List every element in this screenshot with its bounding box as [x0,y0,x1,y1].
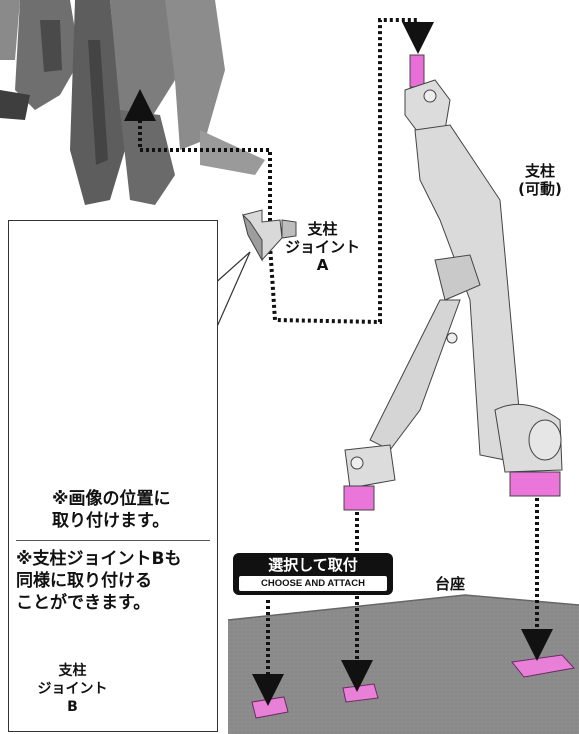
inset-panel [8,220,218,732]
base-plate [227,594,579,734]
base-label: 台座 [434,575,465,593]
badge-en-text: CHOOSE AND ATTACH [239,576,387,591]
badge-jp-text: 選択して取付 [268,556,358,574]
robot-photo [0,0,270,210]
joint-b-label: 支柱 ジョイント B [37,663,108,715]
note-divider [16,540,210,541]
joint-b-note: ※支柱ジョイントBも 同様に取り付ける ことができます。 [16,549,182,613]
joint-a-label: 支柱 ジョイント A [284,220,360,274]
post-movable-label: 支柱 (可動) [518,162,562,198]
attach-position-note: ※画像の位置に 取り付けます。 [52,489,171,531]
joint-a-part [242,209,297,262]
choose-attach-badge: 選択して取付 CHOOSE AND ATTACH [233,553,393,595]
stand-post [343,54,563,511]
